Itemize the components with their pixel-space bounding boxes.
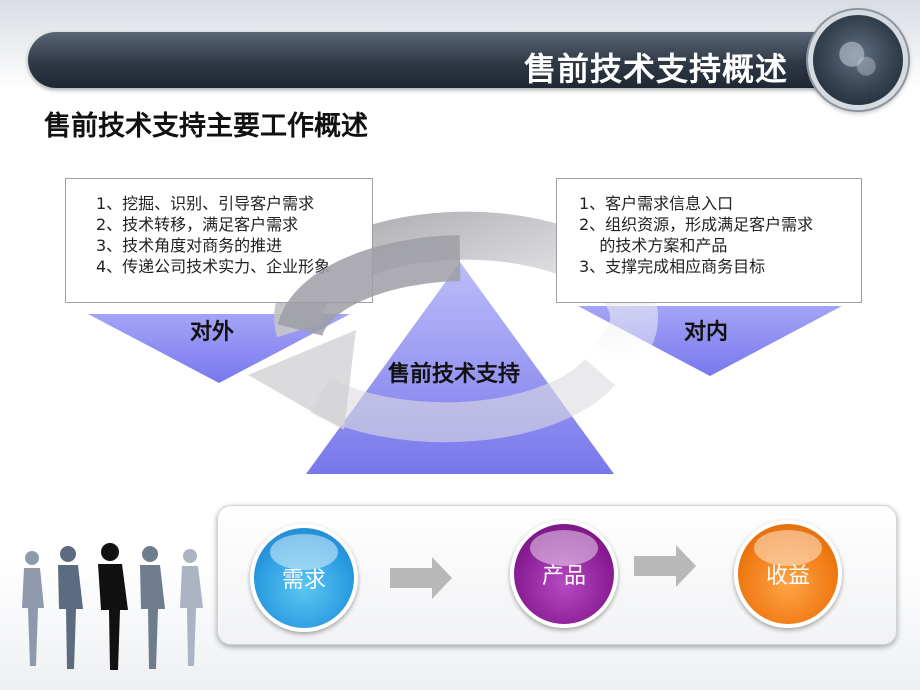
right-arrow-icon	[634, 545, 696, 587]
globe-icon	[808, 10, 908, 110]
flow-step-demand: 需求	[250, 524, 358, 632]
header-bar	[28, 32, 848, 88]
flow-step-label: 产品	[541, 564, 586, 589]
center-label: 售前技术支持	[388, 362, 521, 387]
list-item: 4、传递公司技术实力、企业形象	[96, 257, 331, 276]
list-item: 1、客户需求信息入口	[579, 194, 734, 213]
page-title: 售前技术支持概述	[523, 50, 788, 88]
business-people-silhouette-icon	[22, 543, 203, 670]
list-item: 2、组织资源，形成满足客户需求	[579, 215, 814, 234]
flow-step-label: 需求	[281, 568, 326, 593]
list-item: 的技术方案和产品	[579, 236, 728, 255]
list-item: 3、支撑完成相应商务目标	[579, 257, 766, 276]
flow-step-label: 收益	[765, 564, 810, 589]
list-item: 3、技术角度对商务的推进	[96, 236, 283, 255]
flow-step-revenue: 收益	[734, 520, 842, 628]
flow-step-product: 产品	[510, 520, 618, 628]
right-arrow-icon	[390, 557, 452, 599]
section-heading: 售前技术支持主要工作概述	[44, 111, 368, 142]
list-item: 1、挖掘、识别、引导客户需求	[96, 194, 315, 213]
list-item: 2、技术转移，满足客户需求	[96, 215, 299, 234]
internal-duties-box: 1、客户需求信息入口 2、组织资源，形成满足客户需求 的技术方案和产品 3、支撑…	[556, 178, 862, 303]
external-label: 对外	[190, 320, 235, 345]
internal-label: 对内	[684, 320, 729, 345]
